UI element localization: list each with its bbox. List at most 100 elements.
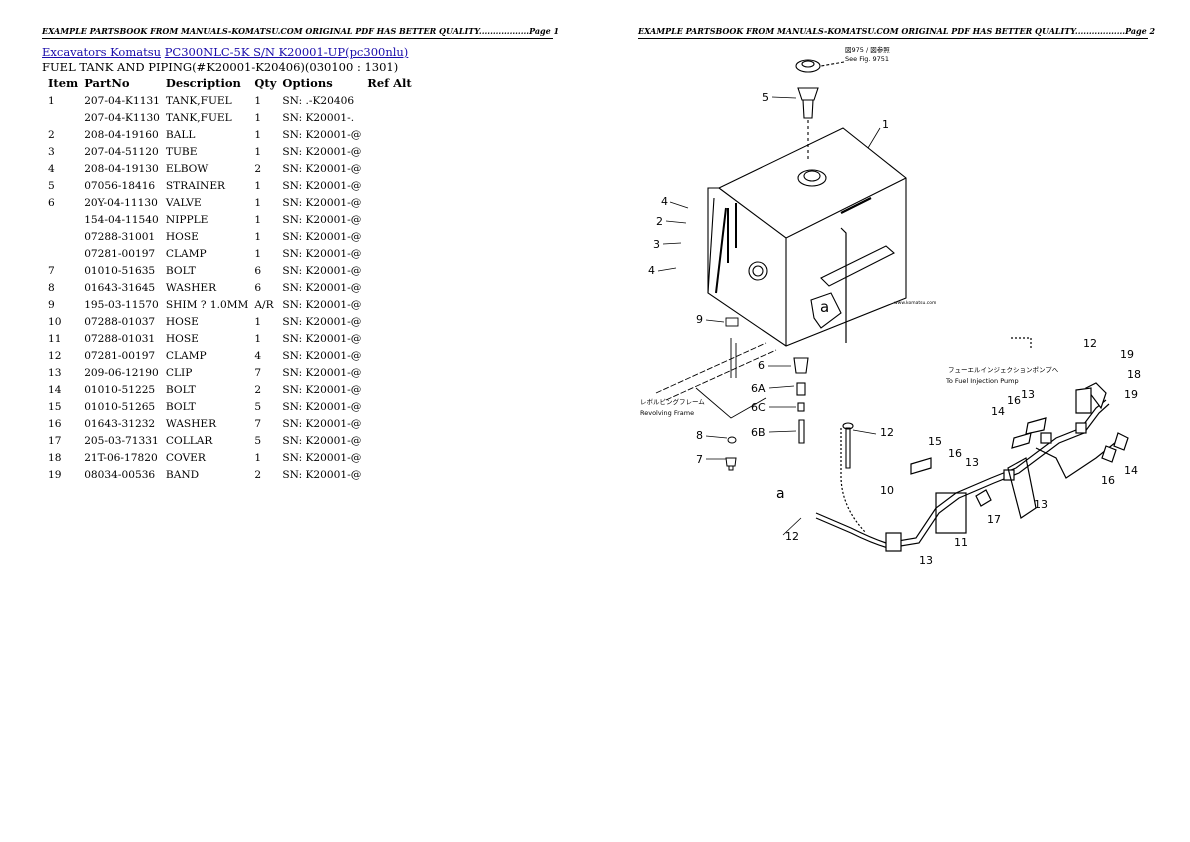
cell-partno: 07056-18416 bbox=[84, 179, 156, 192]
callout-17: 17 bbox=[987, 513, 1001, 526]
cell-ref-alt bbox=[363, 347, 413, 364]
callout-15: 15 bbox=[928, 435, 942, 448]
cell-ref-alt bbox=[363, 194, 413, 211]
callout-14b: 14 bbox=[1124, 464, 1138, 477]
cell-options: SN: K20001-@ bbox=[282, 128, 362, 141]
cell-description: CLAMP bbox=[165, 247, 207, 260]
callout-9: 9 bbox=[696, 313, 703, 326]
callout-4b: 4 bbox=[648, 264, 655, 277]
fuel-pump-note-en: To Fuel Injection Pump bbox=[945, 377, 1019, 385]
callout-7: 7 bbox=[696, 453, 703, 466]
cell-options: SN: K20001-@ bbox=[282, 264, 362, 277]
cell-partno: 20Y-04-11130 bbox=[84, 196, 158, 209]
cell-description: HOSE bbox=[165, 332, 199, 345]
cell-partno: 207-04-K1131 bbox=[84, 94, 160, 107]
cell-qty: 6 bbox=[254, 281, 262, 294]
callout-14a: 14 bbox=[991, 405, 1005, 418]
column-header-options: Options bbox=[282, 76, 333, 90]
cell-ref-alt bbox=[363, 364, 413, 381]
callout-a-tank: a bbox=[820, 298, 829, 316]
cell-options: SN: K20001-@ bbox=[282, 213, 362, 226]
cell-partno: 01643-31645 bbox=[84, 281, 156, 294]
cell-qty: 1 bbox=[254, 179, 262, 192]
cell-item bbox=[44, 109, 80, 126]
breadcrumb-category-link[interactable]: Excavators Komatsu bbox=[42, 45, 162, 59]
callout-12a: 12 bbox=[880, 426, 894, 439]
cell-options: SN: K20001-@ bbox=[282, 383, 362, 396]
callout-1: 1 bbox=[882, 118, 889, 131]
cell-partno: 01643-31232 bbox=[84, 417, 156, 430]
cell-qty: 1 bbox=[254, 145, 262, 158]
page-header-right: EXAMPLE PARTSBOOK FROM MANUALS-KOMATSU.C… bbox=[638, 25, 1155, 39]
cell-options: SN: K20001-@ bbox=[282, 451, 362, 464]
frame-note-jp: レボルビングフレーム bbox=[640, 397, 705, 406]
cell-ref-alt bbox=[363, 245, 413, 262]
cell-qty: 6 bbox=[254, 264, 262, 277]
cell-options: SN: K20001-@ bbox=[282, 400, 362, 413]
cell-ref-alt bbox=[363, 313, 413, 330]
cell-partno: 154-04-11540 bbox=[84, 213, 159, 226]
cell-description: COLLAR bbox=[165, 434, 213, 447]
cell-ref-alt bbox=[363, 296, 413, 313]
cell-qty: 2 bbox=[254, 468, 262, 481]
fuel-pump-note-jp: フューエルインジェクションポンプへ bbox=[948, 366, 1059, 374]
callout-8a: 8 bbox=[696, 429, 703, 442]
cell-qty: 5 bbox=[254, 400, 262, 413]
cell-partno: 07281-00197 bbox=[84, 349, 156, 362]
cell-item: 13 bbox=[48, 366, 62, 379]
breadcrumb-model-link[interactable]: PC300NLC-5K S/N K20001-UP(pc300nlu) bbox=[164, 45, 409, 59]
column-header-partno: PartNo bbox=[84, 76, 130, 90]
cell-description: VALVE bbox=[165, 196, 202, 209]
cell-item: 6 bbox=[48, 196, 55, 209]
cell-partno: 01010-51265 bbox=[84, 400, 156, 413]
cell-qty: 4 bbox=[254, 349, 262, 362]
cell-options: SN: K20001-@ bbox=[282, 145, 362, 158]
cell-partno: 07288-31001 bbox=[84, 230, 156, 243]
callout-12c: 12 bbox=[1083, 337, 1097, 350]
cell-item: 11 bbox=[48, 332, 62, 345]
cell-item: 10 bbox=[48, 315, 62, 328]
callout-16c: 16 bbox=[1101, 474, 1115, 487]
cell-options: SN: .-K20406 bbox=[282, 94, 355, 107]
cell-ref-alt bbox=[363, 143, 413, 160]
cell-partno: 21T-06-17820 bbox=[84, 451, 158, 464]
drain-valve-assembly bbox=[793, 357, 854, 469]
revolving-frame bbox=[655, 317, 777, 419]
cell-ref-alt bbox=[363, 92, 413, 109]
callout-6: 6 bbox=[758, 359, 765, 372]
cell-partno: 07281-00197 bbox=[84, 247, 156, 260]
cell-options: SN: K20001-. bbox=[282, 111, 355, 124]
cell-partno: 07288-01037 bbox=[84, 315, 156, 328]
cell-ref-alt bbox=[363, 330, 413, 347]
cell-item: 1 bbox=[48, 94, 55, 107]
column-header-item: Item bbox=[48, 76, 79, 90]
reference-notes: 図975 / 図参照 See Fig. 9751 フューエルインジェクションポン… bbox=[640, 45, 1059, 417]
cell-qty: 1 bbox=[254, 94, 262, 107]
cell-description: COVER bbox=[165, 451, 206, 464]
cell-description: WASHER bbox=[165, 281, 217, 294]
cell-item: 3 bbox=[48, 145, 55, 158]
cell-qty: 7 bbox=[254, 366, 262, 379]
cell-ref-alt bbox=[363, 398, 413, 415]
cell-options: SN: K20001-@ bbox=[282, 162, 362, 175]
callout-6c: 6C bbox=[751, 401, 766, 414]
cell-ref-alt bbox=[363, 109, 413, 126]
cell-options: SN: K20001-@ bbox=[282, 468, 362, 481]
callout-13a: 13 bbox=[965, 456, 979, 469]
watermark-text: www.komatsu.com bbox=[894, 300, 936, 306]
frame-note-en: Revolving Frame bbox=[640, 409, 694, 417]
cell-partno: 209-06-12190 bbox=[84, 366, 159, 379]
callout-16a: 16 bbox=[948, 447, 962, 460]
cell-partno: 195-03-11570 bbox=[84, 298, 159, 311]
